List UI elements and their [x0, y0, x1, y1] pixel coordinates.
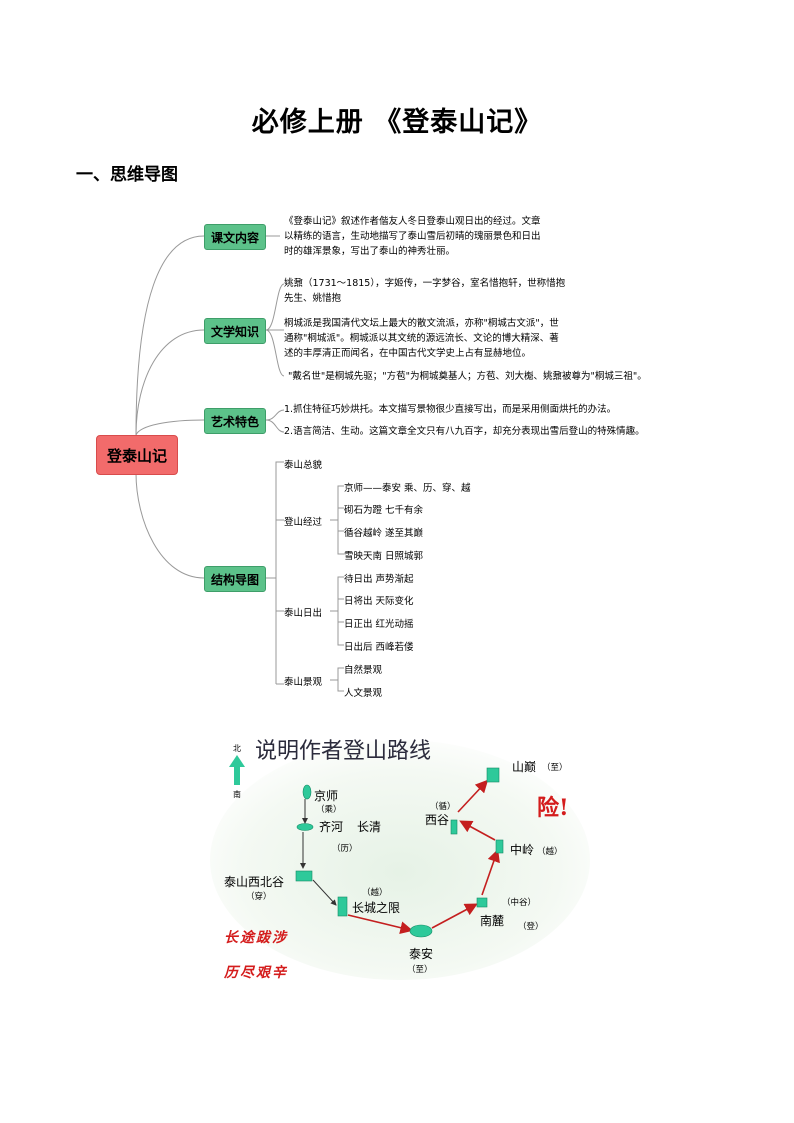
note-zhongling: （越） [537, 847, 563, 857]
place-jingshi: 京师 [314, 789, 339, 803]
literary-author: 姚鼐（1731～1815），字姬传，一字梦谷，室名惜抱轩，世称惜抱 先生、姚惜抱 [284, 278, 566, 304]
place-zhongling: 中岭 [510, 843, 535, 857]
place-qihe: 齐河 [319, 820, 344, 834]
note-changqing: （历） [332, 844, 358, 854]
scenery-item: 人文景观 [344, 688, 383, 699]
marker-zhongling [495, 839, 504, 854]
structure-climb: 登山经过 [284, 517, 323, 528]
structure-sunrise: 泰山日出 [284, 608, 323, 619]
marker-qihe [296, 823, 314, 831]
literary-three-founders: "戴名世"是桐城先驱；"方苞"为桐城奠基人；方苞、刘大櫆、姚鼐被尊为"桐城三祖"… [288, 371, 647, 382]
note-xibeigu: （穿） [246, 892, 272, 902]
art-point-2: 2.语言简洁、生动。这篇文章全文只有八九百字，却充分表现出雪后登山的特殊情趣。 [284, 426, 645, 437]
literary-tongcheng: 桐城派是我国清代文坛上最大的散文流派，亦称"桐城古文派"，世 通称"桐城派"。桐… [284, 318, 559, 359]
marker-nanlu [476, 897, 488, 908]
place-nanlu: 南麓 [480, 914, 505, 928]
note-taian: （至） [407, 965, 433, 975]
note-zhonggu: （中谷） [502, 898, 537, 908]
note-xigu: （循） [430, 802, 456, 812]
marker-jingshi [302, 784, 312, 800]
climb-item: 循谷越岭 遂至其巅 [344, 528, 424, 539]
climb-item: 雪映天南 日照城郭 [344, 551, 424, 562]
marker-taian [409, 924, 433, 938]
page-title: 必修上册 《登泰山记》 [251, 107, 543, 138]
scenery-item: 自然景观 [344, 665, 383, 676]
danger-label: 险! [537, 795, 569, 821]
sunrise-item: 日将出 天际变化 [344, 596, 414, 607]
place-changcheng: 长城之限 [352, 901, 401, 915]
branch-structure: 结构导图 [204, 566, 266, 592]
note-shandian: （至） [542, 763, 568, 773]
climb-item: 京师——泰安 乘、历、穿、越 [344, 483, 471, 494]
marker-changcheng [337, 896, 348, 917]
marker-xigu [450, 819, 458, 835]
note-jingshi: （乘） [316, 805, 342, 815]
south-label: 南 [233, 790, 241, 799]
section-heading: 一、思维导图 [76, 165, 178, 185]
north-arrow-icon [229, 755, 245, 785]
note-changcheng: （越） [362, 888, 388, 898]
place-xibeigu: 泰山西北谷 [224, 875, 285, 889]
structure-scenery: 泰山景观 [284, 677, 323, 688]
marker-xibeigu [295, 870, 313, 882]
place-shandian: 山巅 [512, 760, 537, 774]
sunrise-item: 待日出 声势渐起 [344, 574, 414, 585]
north-label: 北 [233, 744, 241, 753]
slogan-hardship: 历尽艰辛 [224, 965, 288, 981]
branch-content: 课文内容 [204, 224, 266, 250]
branch-literary: 文学知识 [204, 318, 266, 344]
sunrise-item: 日出后 西峰若偻 [344, 642, 414, 653]
mindmap-connectors [135, 235, 344, 692]
mindmap-root: 登泰山记 [96, 435, 178, 475]
branch-art: 艺术特色 [204, 408, 266, 434]
structure-overview: 泰山总貌 [284, 460, 323, 471]
slogan-long-journey: 长途跋涉 [224, 930, 288, 946]
place-taian: 泰安 [409, 947, 434, 961]
content-text: 《登泰山记》叙述作者偕友人冬日登泰山观日出的经过。文章 以精练的语言，生动地描写… [284, 216, 541, 257]
marker-shandian [486, 767, 500, 783]
climb-item: 砌石为蹬 七千有余 [344, 505, 424, 516]
art-point-1: 1.抓住特征巧妙烘托。本文描写景物很少直接写出，而是采用侧面烘托的办法。 [284, 404, 617, 415]
sunrise-item: 日正出 红光动摇 [344, 619, 414, 630]
note-nanlu: （登） [518, 922, 544, 932]
route-map-title: 说明作者登山路线 [255, 739, 432, 764]
place-changqing: 长清 [357, 820, 382, 834]
place-xigu: 西谷 [425, 813, 450, 827]
